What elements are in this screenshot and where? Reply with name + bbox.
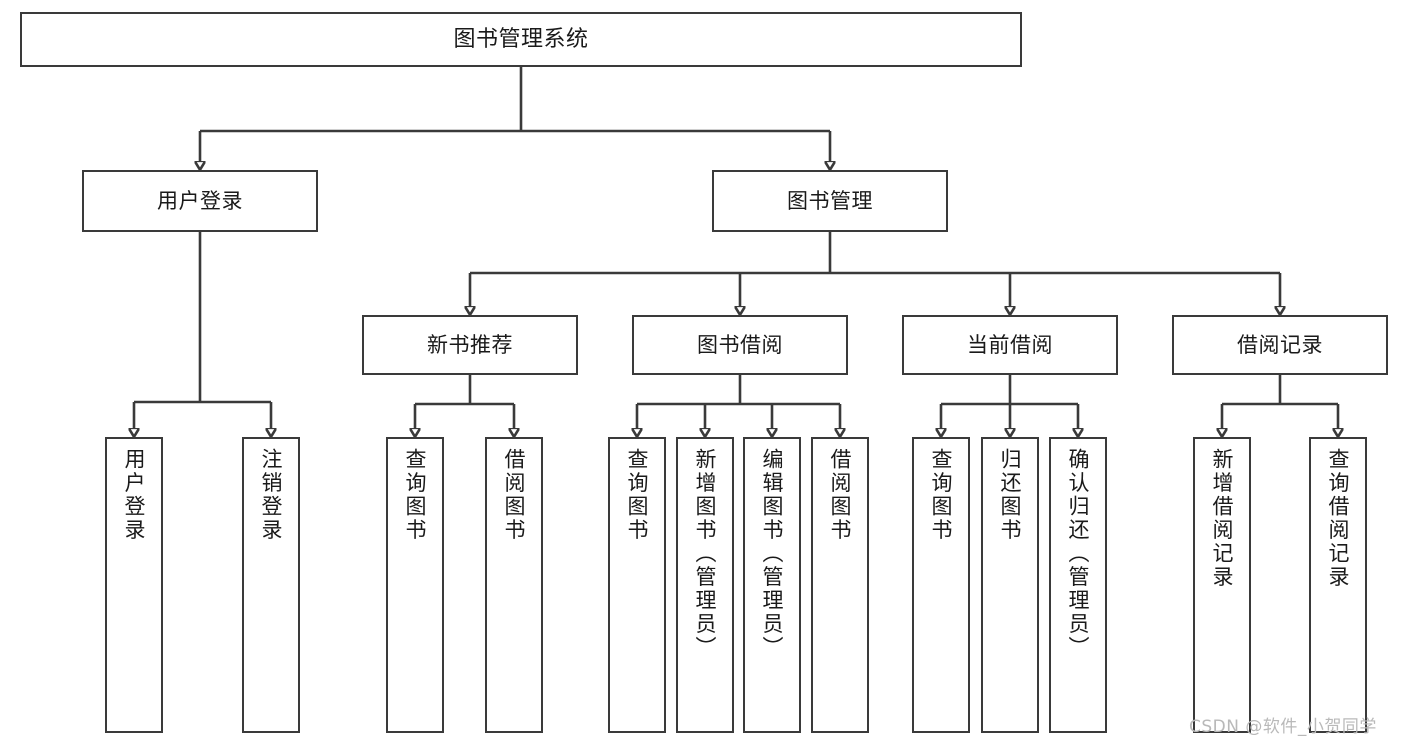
- leaf-new-book-query-book[interactable]: 查询图书: [386, 437, 444, 733]
- node-label: 查询图书: [625, 448, 650, 542]
- leaf-user-login-login[interactable]: 用户登录: [105, 437, 163, 733]
- node-label: 用户登录: [122, 448, 147, 542]
- watermark: CSDN @软件_小贺同学: [1189, 717, 1377, 737]
- leaf-current-borrow-query-book[interactable]: 查询图书: [912, 437, 970, 733]
- node-label: 新增借阅记录: [1210, 448, 1235, 589]
- node-label: 查询图书: [403, 448, 428, 542]
- leaf-current-borrow-confirm-return-admin[interactable]: 确认归还（管理员）: [1049, 437, 1107, 733]
- node-user-login[interactable]: 用户登录: [82, 170, 318, 232]
- leaf-borrow-record-query-record[interactable]: 查询借阅记录: [1309, 437, 1367, 733]
- node-label: 查询借阅记录: [1326, 448, 1351, 589]
- node-label: 图书管理: [787, 188, 873, 213]
- node-current-borrow[interactable]: 当前借阅: [902, 315, 1118, 375]
- leaf-current-borrow-return-book[interactable]: 归还图书: [981, 437, 1039, 733]
- leaf-user-login-logout[interactable]: 注销登录: [242, 437, 300, 733]
- node-borrow-record[interactable]: 借阅记录: [1172, 315, 1388, 375]
- node-label: 图书管理系统: [453, 26, 589, 52]
- node-label: 图书借阅: [697, 332, 783, 357]
- node-label: 注销登录: [259, 448, 284, 542]
- node-new-book-recommend[interactable]: 新书推荐: [362, 315, 578, 375]
- node-label: 编辑图书（管理员）: [760, 448, 785, 660]
- node-label: 新增图书（管理员）: [693, 448, 718, 660]
- leaf-new-book-borrow-book[interactable]: 借阅图书: [485, 437, 543, 733]
- node-label: 借阅图书: [828, 448, 853, 542]
- leaf-book-borrow-edit-book-admin[interactable]: 编辑图书（管理员）: [743, 437, 801, 733]
- node-label: 确认归还（管理员）: [1066, 448, 1091, 660]
- node-label: 归还图书: [998, 448, 1023, 542]
- node-root-book-management-system[interactable]: 图书管理系统: [20, 12, 1022, 67]
- node-label: 查询图书: [929, 448, 954, 542]
- node-label: 借阅图书: [502, 448, 527, 542]
- leaf-borrow-record-add-record[interactable]: 新增借阅记录: [1193, 437, 1251, 733]
- leaf-book-borrow-add-book-admin[interactable]: 新增图书（管理员）: [676, 437, 734, 733]
- node-label: 当前借阅: [967, 332, 1053, 357]
- node-book-borrow[interactable]: 图书借阅: [632, 315, 848, 375]
- node-book-management[interactable]: 图书管理: [712, 170, 948, 232]
- node-label: 用户登录: [157, 188, 243, 213]
- node-label: 借阅记录: [1237, 332, 1323, 357]
- leaf-book-borrow-borrow-book[interactable]: 借阅图书: [811, 437, 869, 733]
- node-label: 新书推荐: [427, 332, 513, 357]
- leaf-book-borrow-query-book[interactable]: 查询图书: [608, 437, 666, 733]
